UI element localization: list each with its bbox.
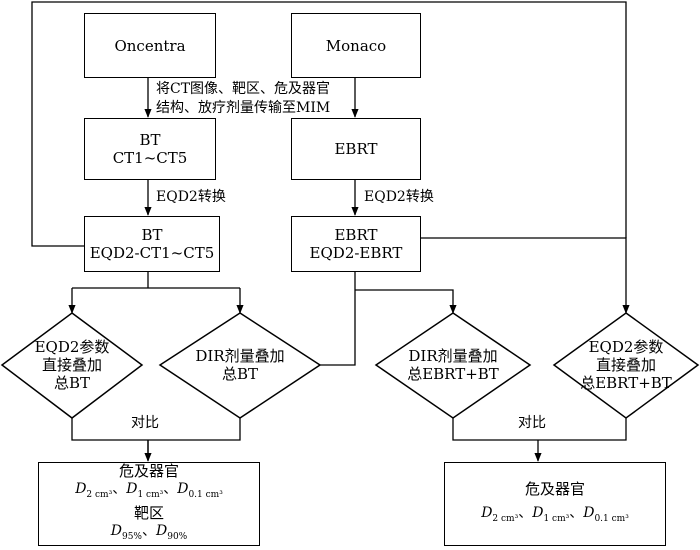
diamond-d3-text: DIR剂量叠加 总EBRT+BT (388, 345, 518, 385)
diamond-d2 (158, 312, 322, 419)
box-bt-eqd2-line1: BT (141, 226, 163, 244)
compare-label-left: 对比 (131, 415, 159, 431)
transfer-label-1: 将CT图像、靶区、危及器官 (156, 81, 331, 97)
box-ebrt-eqd2-line1: EBRT (334, 226, 378, 244)
box-ebrt-label: EBRT (334, 140, 378, 158)
box-oncentra-label: Oncentra (114, 36, 186, 55)
arrow-to-d4 (420, 237, 630, 314)
box-result-left: 危及器官 D2 cm³、D1 cm³、D0.1 cm³ 靶区 D95%、D90% (38, 462, 260, 546)
box-ebrt: EBRT (291, 118, 421, 180)
box-ebrt-eqd2: EBRT EQD2-EBRT (291, 216, 421, 272)
box-oncentra: Oncentra (84, 13, 216, 78)
line-compare-right (452, 418, 627, 441)
box-ebrt-eqd2-line2: EQD2-EBRT (309, 244, 403, 262)
result-right-title-oar: 危及器官 (524, 480, 585, 499)
diamond-d4 (552, 312, 700, 419)
box-monaco-label: Monaco (325, 36, 387, 55)
eqd2-label-right: EQD2转换 (364, 189, 434, 205)
box-bt-eqd2-line2: EQD2-CT1~CT5 (89, 244, 215, 262)
diamond-d4-text: EQD2参数 直接叠加 总EBRT+BT (560, 335, 692, 395)
box-bt-line2: CT1~CT5 (112, 149, 188, 167)
eqd2-label-left: EQD2转换 (156, 189, 226, 205)
d4-line1: EQD2参数 (588, 338, 664, 356)
d2-line2: 总BT (221, 365, 259, 383)
d1-line2: 直接叠加 (41, 356, 102, 374)
box-bt-line1: BT (139, 131, 161, 149)
transfer-label-2: 结构、放疗剂量传输至MIM (156, 100, 331, 116)
diamond-d3 (374, 312, 532, 419)
d4-line3: 总EBRT+BT (580, 374, 672, 392)
diamond-d2-text: DIR剂量叠加 总BT (175, 345, 305, 385)
arrow-to-d3 (355, 289, 457, 314)
diamond-d1-text: EQD2参数 直接叠加 总BT (12, 335, 132, 395)
line-ebrteqd2-d2 (320, 272, 356, 366)
d1-line3: 总BT (53, 374, 91, 392)
result-left-oar-metrics: D2 cm³、D1 cm³、D0.1 cm³ (75, 481, 223, 500)
box-bt: BT CT1~CT5 (84, 118, 216, 180)
line-bteqd2-split (72, 272, 240, 289)
result-left-target-metrics: D95%、D90% (110, 523, 188, 542)
d3-line1: DIR剂量叠加 (408, 347, 498, 365)
line-outer-loop (31, 1, 627, 247)
diamond-d1 (0, 312, 144, 419)
d3-line2: 总EBRT+BT (407, 365, 499, 383)
box-result-right: 危及器官 D2 cm³、D1 cm³、D0.1 cm³ (444, 462, 666, 546)
result-left-title-target: 靶区 (133, 504, 164, 522)
d1-line1: EQD2参数 (34, 338, 110, 356)
compare-label-right: 对比 (518, 415, 546, 431)
box-monaco: Monaco (291, 13, 421, 78)
result-left-title-oar: 危及器官 (118, 462, 179, 481)
box-bt-eqd2: BT EQD2-CT1~CT5 (84, 216, 220, 272)
d4-line2: 直接叠加 (595, 356, 656, 374)
d2-line1: DIR剂量叠加 (195, 347, 285, 365)
result-right-oar-metrics: D2 cm³、D1 cm³、D0.1 cm³ (481, 505, 629, 524)
